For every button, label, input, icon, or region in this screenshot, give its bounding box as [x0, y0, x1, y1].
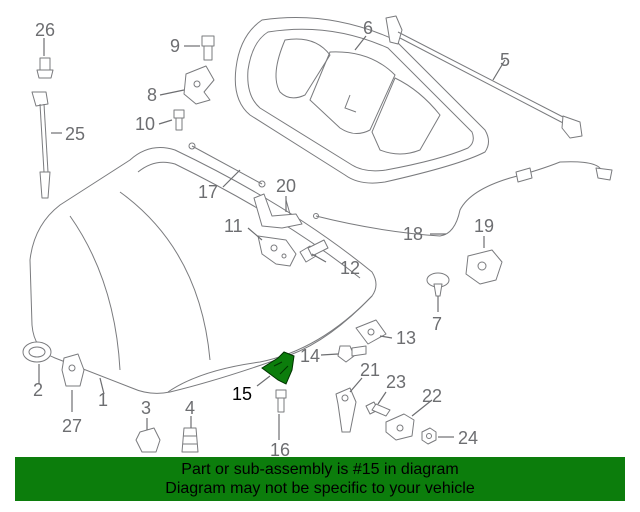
bolt-14	[337, 345, 367, 363]
hood-stay-rod	[31, 91, 51, 199]
hinge-pin-21	[335, 387, 357, 433]
callout-8: 8	[147, 85, 157, 105]
callout-26: 26	[35, 20, 55, 40]
callout-19: 19	[474, 216, 494, 236]
callout-5: 5	[500, 50, 510, 70]
callout-20: 20	[276, 176, 296, 196]
callout-6: 6	[363, 18, 373, 38]
callout-9: 9	[170, 36, 180, 56]
highlighted-part-15[interactable]	[261, 351, 295, 385]
callout-25: 25	[65, 124, 85, 144]
callout-24: 24	[458, 428, 478, 448]
bolt-23	[365, 401, 391, 417]
hood-inner-panel	[234, 17, 489, 184]
callout-18: 18	[403, 224, 423, 244]
hood-hinge	[183, 65, 215, 105]
callout-10: 10	[135, 114, 155, 134]
callout-7: 7	[432, 314, 442, 334]
callout-1: 1	[98, 390, 108, 410]
callout-15[interactable]: 15	[232, 384, 252, 404]
callout-2: 2	[33, 380, 43, 400]
info-banner: Part or sub-assembly is #15 in diagram D…	[15, 457, 625, 501]
nut-24	[421, 427, 437, 445]
bolt-26	[36, 57, 54, 79]
bracket-27	[61, 353, 85, 387]
clip-7	[426, 272, 450, 297]
banner-line-2: Diagram may not be specific to your vehi…	[165, 480, 475, 497]
bolt-9	[201, 35, 215, 61]
callout-12: 12	[340, 258, 360, 278]
grommet-2	[22, 341, 52, 363]
callout-22: 22	[422, 386, 442, 406]
callout-11: 11	[224, 216, 243, 236]
callout-16: 16	[270, 440, 290, 460]
callout-23: 23	[386, 372, 406, 392]
hood-latch-11	[257, 235, 297, 267]
bracket-20	[253, 193, 303, 229]
release-handle	[465, 249, 503, 285]
callout-3: 3	[141, 398, 151, 418]
hood-panel	[29, 147, 377, 394]
leader-lines	[38, 35, 506, 440]
banner-line-1: Part or sub-assembly is #15 in diagram	[181, 461, 459, 478]
bolt-16	[275, 389, 287, 413]
callout-labels: 26 25 9 8 10 6 5 17 20 11 12 18 19 7 13 …	[33, 18, 510, 460]
bumper-3	[135, 427, 161, 453]
callout-21: 21	[360, 360, 380, 380]
callout-4: 4	[185, 398, 195, 418]
bolt-10	[173, 109, 185, 131]
bumper-4	[181, 427, 199, 453]
callout-14: 14	[300, 346, 320, 366]
callout-17: 17	[198, 182, 218, 202]
callout-27: 27	[62, 416, 82, 436]
release-cable	[313, 161, 613, 237]
bracket-22	[385, 413, 415, 441]
callout-13: 13	[396, 328, 416, 348]
support-rod-17	[188, 142, 266, 188]
hood-weatherstrip	[385, 15, 583, 139]
striker-13	[355, 319, 387, 345]
